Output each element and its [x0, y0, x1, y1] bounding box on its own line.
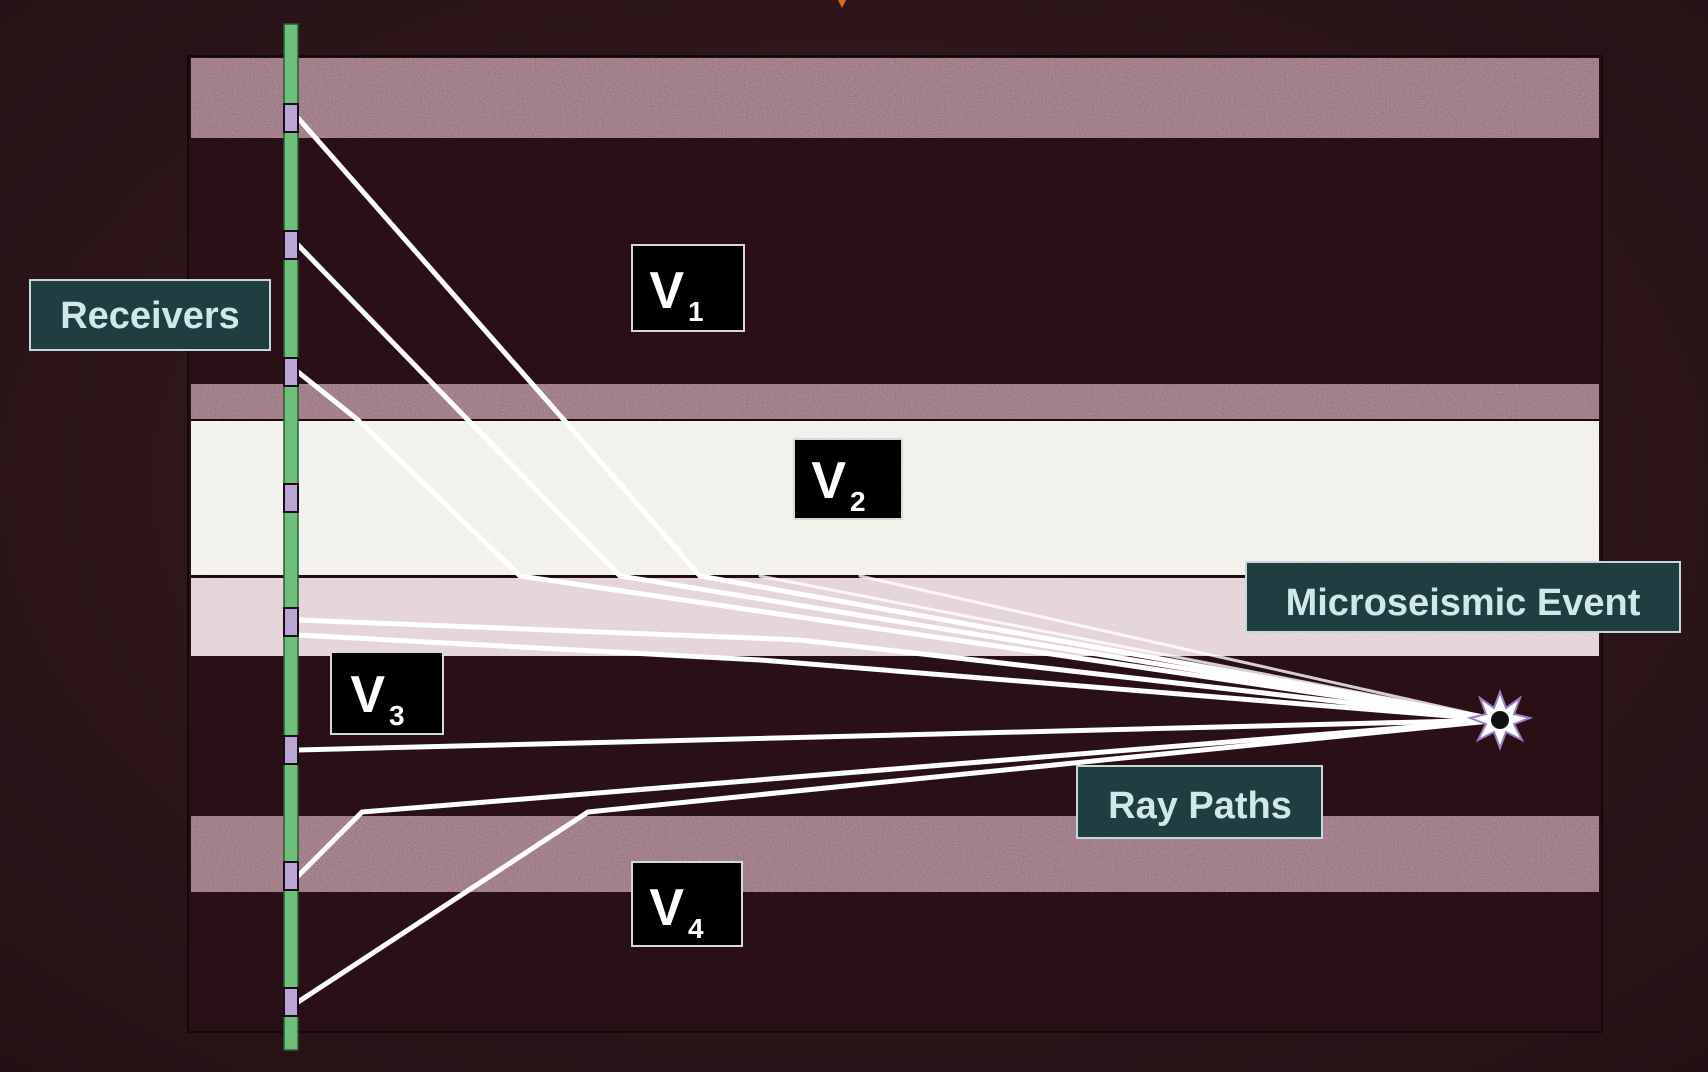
microseismic-event-label: Microseismic Event	[1286, 582, 1641, 624]
borehole	[283, 23, 299, 1051]
receivers	[283, 103, 299, 1017]
top-rock-band	[191, 58, 1599, 138]
receiver-3	[283, 357, 299, 387]
ray-path-2	[295, 242, 1503, 723]
layer-label-v4: V 4	[631, 861, 743, 947]
receiver-6	[283, 735, 299, 765]
receiver-8	[283, 987, 299, 1017]
lower-rock-band	[191, 816, 1599, 892]
layer-label-v3-sub: 3	[389, 700, 405, 731]
receivers-callout: Receivers	[29, 279, 271, 351]
microseismic-event-callout: Microseismic Event	[1245, 561, 1681, 633]
ray-paths-callout: Ray Paths	[1076, 765, 1323, 839]
layer-label-v2-letter: V	[811, 452, 846, 510]
ray-path-1	[295, 115, 1503, 723]
layer-label-v3-letter: V	[350, 666, 385, 724]
layer-label-v2: V 2	[793, 438, 903, 520]
ray-path-6	[295, 717, 1503, 753]
receiver-5	[283, 607, 299, 637]
ray-paths	[295, 115, 1503, 1005]
ray-path-3	[295, 369, 1503, 723]
layer-label-v3: V 3	[330, 651, 444, 735]
layer-label-v4-sub: 4	[688, 913, 704, 944]
receiver-4	[283, 483, 299, 513]
starburst-icon	[1466, 689, 1534, 751]
layer-label-v1: V 1	[631, 244, 745, 332]
ray-path-5	[295, 632, 1503, 723]
receivers-label: Receivers	[60, 295, 240, 337]
receiver-2	[283, 230, 299, 260]
layer-label-v1-letter: V	[649, 262, 684, 320]
ray-paths-label: Ray Paths	[1108, 785, 1292, 827]
layer-label-v1-sub: 1	[688, 296, 704, 327]
ray-path-7	[295, 717, 1503, 879]
title-fragment	[838, 0, 846, 8]
upper-thin-band	[191, 384, 1599, 420]
ray-path-8	[295, 717, 1503, 1005]
layer-label-v4-letter: V	[649, 879, 684, 937]
receiver-7	[283, 861, 299, 891]
ray-path-4	[295, 617, 1503, 723]
layer-label-v2-sub: 2	[850, 486, 866, 517]
receiver-1	[283, 103, 299, 133]
